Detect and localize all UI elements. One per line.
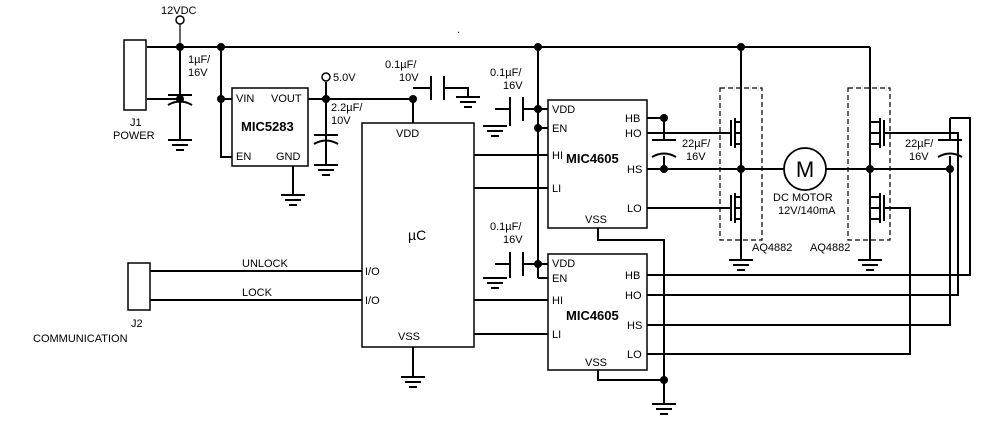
drv1-vdd-pin: VDD <box>552 104 575 116</box>
j1-connector <box>123 39 147 111</box>
drv2-lo-pin: LO <box>627 349 642 361</box>
wires <box>147 24 971 404</box>
drv2-li-pin: LI <box>552 329 561 341</box>
driver-top-ic <box>547 99 648 229</box>
drv2-vss-pin: VSS <box>585 357 607 369</box>
ground-icon <box>652 403 676 415</box>
drv1-hi-pin: HI <box>552 150 563 162</box>
mosfet-left-name: AQ4882 <box>752 242 792 254</box>
input-cap-icon <box>167 94 193 140</box>
vdd-cap-value: 0.1µF/ <box>385 59 417 71</box>
driver-top-cap-rating: 16V <box>503 80 523 92</box>
regulator-name: MIC5283 <box>241 119 294 134</box>
boot-cap-value: 22µF/ <box>682 138 711 150</box>
uc-io1-pin: I/O <box>365 266 380 278</box>
driver-bottom-cap-rating: 16V <box>503 234 523 246</box>
j1-label: POWER <box>113 130 155 142</box>
drv2-en-pin: EN <box>552 273 567 285</box>
driver-bottom-ic <box>547 253 648 371</box>
regulator-output-voltage: 5.0V <box>333 72 356 84</box>
drv2-hs-pin: HS <box>627 320 642 332</box>
uc-io2-pin: I/O <box>365 295 380 307</box>
ground-icon <box>281 194 305 206</box>
supply-voltage-label: 12VDC <box>161 5 197 17</box>
output-cap-rating: 10V <box>331 115 351 127</box>
driver-top-name: MIC4605 <box>566 151 619 166</box>
microcontroller <box>361 122 475 348</box>
boot-cap-icon <box>651 139 677 158</box>
driver-bottom-cap-icon <box>483 252 524 289</box>
microcontroller-name: µC <box>408 227 426 243</box>
boot-cap-rating: 16V <box>686 151 706 163</box>
ground-icon <box>729 259 753 271</box>
input-cap-rating: 16V <box>188 67 208 79</box>
drv2-vdd-pin: VDD <box>552 258 575 270</box>
ground-icon <box>858 259 882 271</box>
mosfet-right-name: AQ4882 <box>810 242 850 254</box>
drv1-lo-pin: LO <box>627 203 642 215</box>
5v-terminal-icon <box>321 72 331 82</box>
drv2-hi-pin: HI <box>552 295 563 307</box>
output-cap-value: 2.2µF/ <box>331 102 363 114</box>
drv1-vss-pin: VSS <box>585 214 607 226</box>
right-cap-rating: 16V <box>909 151 929 163</box>
drv1-li-pin: LI <box>552 183 561 195</box>
reg-gnd-pin: GND <box>276 151 301 163</box>
right-boot-cap-icon <box>937 139 963 158</box>
stray-mark: . <box>457 24 460 36</box>
signal-unlock: UNLOCK <box>242 258 289 270</box>
j2-ref: J2 <box>131 318 143 330</box>
driver-bottom-cap-value: 0.1µF/ <box>490 221 522 233</box>
motor-symbol: M <box>796 157 814 182</box>
driver-bottom-name: MIC4605 <box>566 308 619 323</box>
reg-vout-pin: VOUT <box>271 93 302 105</box>
signal-lock: LOCK <box>242 287 273 299</box>
j1-ref: J1 <box>130 117 142 129</box>
reg-vin-pin: VIN <box>236 93 254 105</box>
12v-terminal-icon <box>175 15 185 25</box>
uc-vdd-pin: VDD <box>396 128 419 140</box>
vdd-cap-rating: 10V <box>399 72 419 84</box>
right-cap-value: 22µF/ <box>905 138 934 150</box>
reg-en-pin: EN <box>236 151 251 163</box>
drv2-hb-pin: HB <box>625 270 640 282</box>
ground-icon <box>401 376 425 388</box>
vdd-cap-icon <box>430 76 480 108</box>
motor-label: DC MOTOR <box>773 192 833 204</box>
motor-icon <box>783 147 827 191</box>
uc-vss-pin: VSS <box>398 331 420 343</box>
drv1-hs-pin: HS <box>627 164 642 176</box>
regulator-ic <box>231 87 309 167</box>
j2-label: COMMUNICATION <box>33 333 128 345</box>
output-cap-icon <box>313 134 339 176</box>
input-cap-value: 1µF/ <box>188 54 211 66</box>
drv1-ho-pin: HO <box>625 128 642 140</box>
drv1-en-pin: EN <box>552 123 567 135</box>
driver-top-cap-icon <box>483 97 524 137</box>
j2-connector <box>127 262 151 311</box>
junctions <box>176 43 954 384</box>
motor-rating: 12V/140mA <box>778 205 836 217</box>
drv1-hb-pin: HB <box>625 113 640 125</box>
drv2-ho-pin: HO <box>625 290 642 302</box>
mosfet-left-icon <box>719 87 763 241</box>
ground-icon <box>168 139 192 151</box>
driver-top-cap-value: 0.1µF/ <box>490 67 522 79</box>
mosfet-right-icon <box>847 87 891 241</box>
